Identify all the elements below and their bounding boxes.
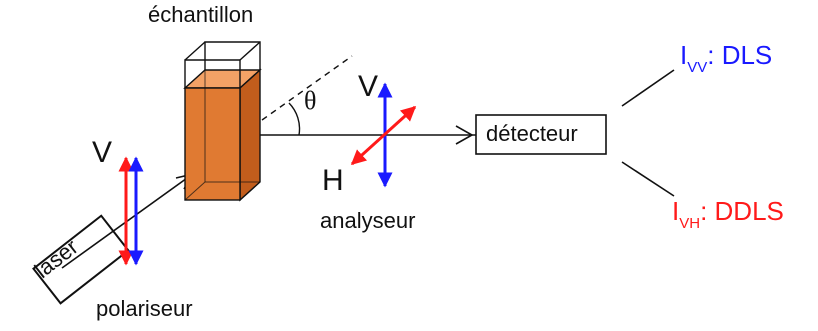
analyzer-label: analyseur	[320, 208, 416, 233]
dashed-forward-line	[261, 55, 353, 121]
sample-label: échantillon	[148, 2, 254, 27]
polarizer-v-label: V	[92, 136, 113, 169]
polarizer-label: polariseur	[96, 296, 193, 321]
scattered-beam-arrowhead	[455, 125, 474, 145]
detector-box	[475, 114, 607, 155]
vv-text: : DLS	[707, 40, 773, 70]
analyzer-red-arrow	[350, 105, 417, 166]
sample-cuvette	[183, 41, 262, 202]
vv-output-line	[621, 69, 675, 107]
analyzer-v-label: V	[358, 70, 379, 103]
vh-subscript: VH	[679, 215, 701, 232]
vh-output-line	[621, 161, 675, 197]
analyzer-h-label: H	[322, 164, 344, 197]
vh-text: : DDLS	[700, 196, 784, 226]
vh-output-label: IVH: DDLS	[672, 196, 784, 231]
theta-label: θ	[304, 86, 317, 115]
detector-label: détecteur	[486, 121, 578, 146]
vv-output-label: IVV: DLS	[680, 40, 773, 75]
vh-symbol: I	[672, 196, 680, 226]
vv-subscript: VV	[687, 59, 708, 76]
theta-arc	[288, 102, 301, 136]
vv-symbol: I	[680, 40, 688, 70]
